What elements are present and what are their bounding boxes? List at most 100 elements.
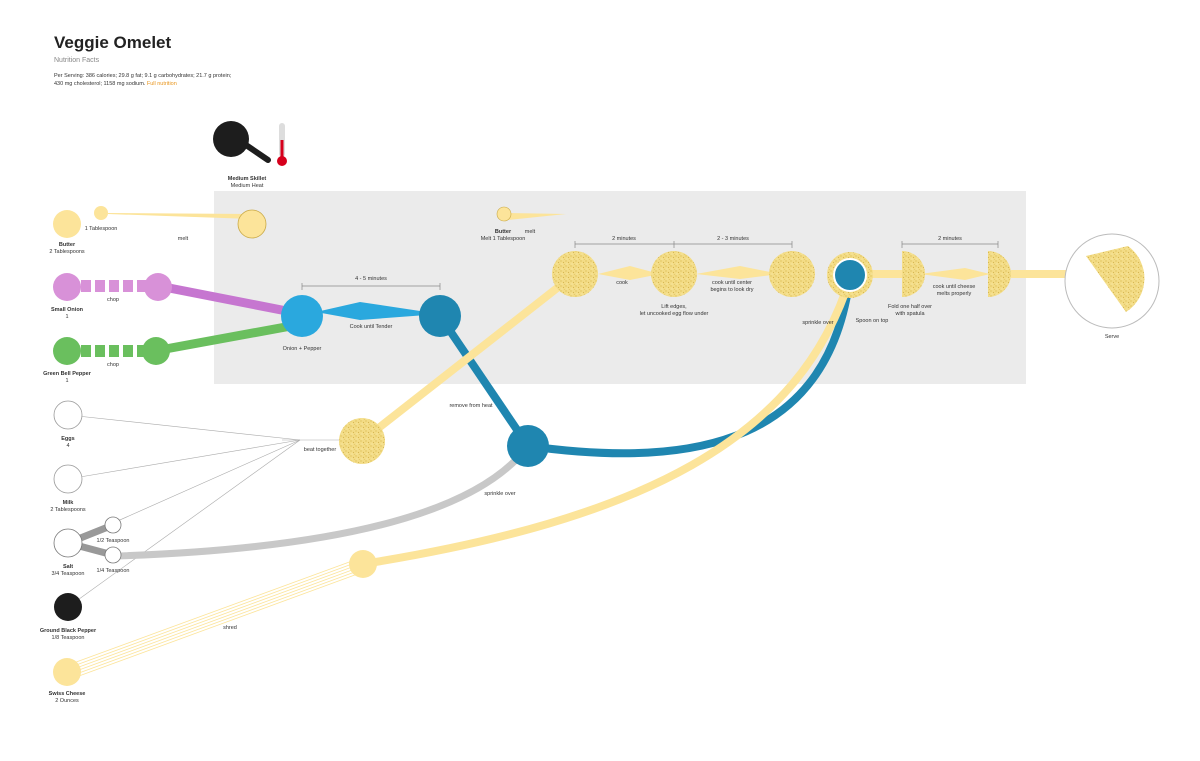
onion-pepper-node (281, 295, 323, 337)
cheese-shred-lines (67, 556, 364, 681)
butter-portion-node (94, 206, 108, 220)
duration-b-label: 2 - 3 minutes (717, 236, 749, 242)
duration-c-label: 2 minutes (938, 236, 962, 242)
butter-melted-node (237, 209, 267, 239)
egg-mixture-node (339, 418, 385, 464)
onion-flow (163, 282, 303, 319)
black-pepper-qty: 1/8 Teaspoon (52, 635, 85, 641)
veg-cooked-node (419, 295, 461, 337)
omelet-stage-2 (651, 251, 697, 297)
butter-node (53, 210, 81, 238)
cheese-shred-label: shred (223, 625, 237, 631)
sprinkle-cheese-label: sprinkle over (802, 320, 833, 326)
butter2-melt-wedge (508, 213, 566, 220)
pepper-node (53, 337, 81, 365)
salt-node (53, 528, 83, 558)
pepper-chopped-node (142, 337, 170, 365)
cheese-melt-label-1: cook until cheese (933, 284, 976, 290)
facts-line-1: Per Serving: 386 calories; 29.8 g fat; 9… (54, 73, 232, 79)
remove-heat-label: remove from heat (449, 403, 493, 409)
salt-portion-2-node (104, 546, 122, 564)
omelet-stage-1 (552, 251, 598, 297)
cheese-label: Swiss Cheese (49, 691, 86, 697)
butter-melt-label: melt (178, 236, 189, 242)
onion-pepper-label: Onion + Pepper (283, 346, 322, 352)
butter2-node (496, 206, 512, 222)
egg-flow (359, 270, 578, 445)
nutrition-facts: Per Serving: 386 calories; 29.8 g fat; 9… (54, 72, 314, 88)
onion-node (53, 273, 81, 301)
heat-zone (214, 191, 1026, 384)
full-nutrition-link[interactable]: Full nutrition (146, 81, 177, 87)
veg-removed-node (507, 425, 549, 467)
onion-chopped-node (144, 273, 172, 301)
onion-label: Small Onion (51, 307, 84, 313)
salt-portion-2-label: 1/4 Teaspoon (97, 568, 130, 574)
eggs-label: Eggs (61, 436, 74, 442)
duration-bracket-c (901, 241, 999, 248)
veg-remove-flow (436, 313, 532, 449)
duration-bracket-a (574, 241, 675, 248)
milk-node (53, 464, 83, 494)
cheese-node (53, 658, 81, 686)
cook-label: cook (616, 280, 628, 286)
duration-bracket-veg (301, 283, 441, 290)
onion-chop-label: chop (107, 297, 119, 303)
pepper-label: Green Bell Pepper (43, 371, 92, 377)
equipment-setting: Medium Heat (231, 183, 264, 189)
cook-tender-label: Cook until Tender (350, 324, 393, 330)
cook-center-label-2: begins to look dry (710, 287, 753, 293)
pepper-flow (159, 319, 303, 355)
salt-portion-1-node (104, 516, 122, 534)
cheese-shredded-node (349, 550, 377, 578)
facts-line-2: 430 mg cholesterol; 1158 mg sodium. (54, 81, 146, 87)
omelet-folded-2 (988, 251, 1011, 297)
omelet-stage-3 (769, 251, 815, 297)
black-pepper-label: Ground Black Pepper (40, 628, 97, 634)
skillet-icon (213, 121, 271, 163)
omelet-folded-1 (902, 251, 925, 297)
omelet-cook-line-1 (598, 266, 660, 280)
equipment-name: Medium Skillet (228, 176, 267, 182)
duration-veg-label: 4 - 5 minutes (355, 276, 387, 282)
cook-center-label-1: cook until center (712, 280, 752, 286)
cheese-to-omelet-flow (362, 276, 854, 568)
onion-qty: 1 (65, 314, 68, 320)
salt-portion-1-label: 1/2 Teaspoon (97, 538, 130, 544)
butter2-qty: Melt 1 Tablespoon (481, 236, 526, 242)
butter2-label: Butter (495, 229, 512, 235)
milk-label: Milk (63, 500, 75, 506)
served-omelet (1086, 246, 1145, 312)
pepper-chop-label: chop (107, 362, 119, 368)
butter-label: Butter (59, 242, 76, 248)
butter-melt-wedge (108, 213, 252, 219)
cheese-qty: 2 Ounces (55, 698, 79, 704)
eggs-qty: 4 (66, 443, 69, 449)
salt-qty: 3/4 Teaspoon (52, 571, 85, 577)
butter-qty: 2 Tablespoons (49, 249, 85, 255)
omelet-cook-line-2 (696, 266, 780, 279)
omelet-filling-node (833, 258, 867, 292)
cheese-melt-label-2: melts properly (937, 291, 972, 297)
spoon-on-top-label: Spoon on top (856, 318, 889, 324)
milk-qty: 2 Tablespoons (50, 507, 86, 513)
thermometer-icon (277, 123, 287, 166)
eggs-node (53, 400, 83, 430)
recipe-title: Veggie Omelet (54, 33, 172, 52)
duration-a-label: 2 minutes (612, 236, 636, 242)
fold-label-2: with spatula (894, 311, 925, 317)
pepper-qty: 1 (65, 378, 68, 384)
black-pepper-node (54, 593, 82, 621)
butter-portion-label: 1 Tablespoon (85, 226, 118, 232)
beat-guide-lines (67, 414, 340, 608)
beat-together-label: beat together (304, 447, 337, 453)
veg-cook-wedge (316, 302, 440, 320)
duration-bracket-b (674, 241, 793, 248)
salt-label: Salt (63, 564, 73, 570)
fold-label-1: Fold one half over (888, 304, 932, 310)
serve-label: Serve (1105, 334, 1119, 340)
butter2-melt-label: melt (525, 229, 536, 235)
nutrition-subtitle: Nutrition Facts (54, 57, 100, 64)
salt-sprinkle-flow (117, 443, 531, 560)
